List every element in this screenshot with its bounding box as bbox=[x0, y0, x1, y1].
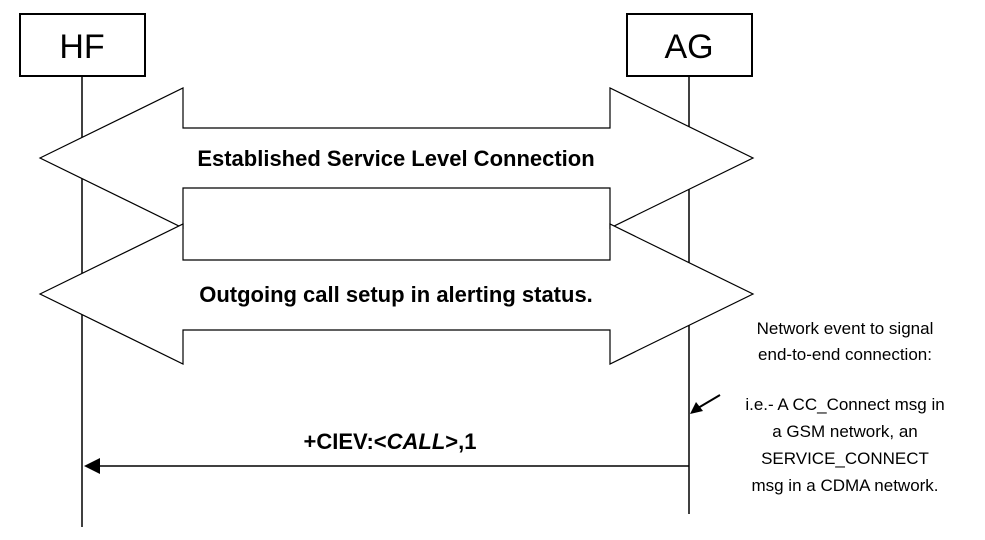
participant-hf-label: HF bbox=[59, 28, 104, 66]
message-ciev-prefix: +CIEV:< bbox=[303, 429, 386, 454]
note-example-line4: msg in a CDMA network. bbox=[751, 476, 938, 495]
note-event-line2: end-to-end connection: bbox=[758, 345, 932, 364]
participant-ag-label: AG bbox=[664, 28, 713, 66]
participant-hf: HF bbox=[19, 13, 146, 77]
message-ciev-param: CALL bbox=[387, 429, 446, 454]
event-pointer-arrow bbox=[690, 394, 721, 414]
note-example-line3: SERVICE_CONNECT bbox=[761, 449, 929, 468]
note-example: i.e.- A CC_Connect msg in a GSM network,… bbox=[714, 388, 976, 502]
note-event-line1: Network event to signal bbox=[757, 319, 934, 338]
phase-arrow-outgoing: Outgoing call setup in alerting status. bbox=[38, 223, 755, 365]
note-example-line2: a GSM network, an bbox=[772, 422, 918, 441]
phase-label-outgoing: Outgoing call setup in alerting status. bbox=[199, 282, 593, 307]
note-network-event: Network event to signal end-to-end conne… bbox=[728, 316, 968, 368]
participant-ag: AG bbox=[626, 13, 753, 77]
phase-arrow-established: Established Service Level Connection bbox=[38, 87, 755, 229]
message-ciev: +CIEV:<CALL>,1 bbox=[84, 429, 689, 474]
phase-label-established: Established Service Level Connection bbox=[197, 146, 594, 171]
note-example-line1: i.e.- A CC_Connect msg in bbox=[745, 395, 944, 414]
message-ciev-arrowhead bbox=[84, 458, 100, 474]
message-ciev-label: +CIEV:<CALL>,1 bbox=[303, 429, 476, 454]
message-ciev-suffix: >,1 bbox=[445, 429, 476, 454]
